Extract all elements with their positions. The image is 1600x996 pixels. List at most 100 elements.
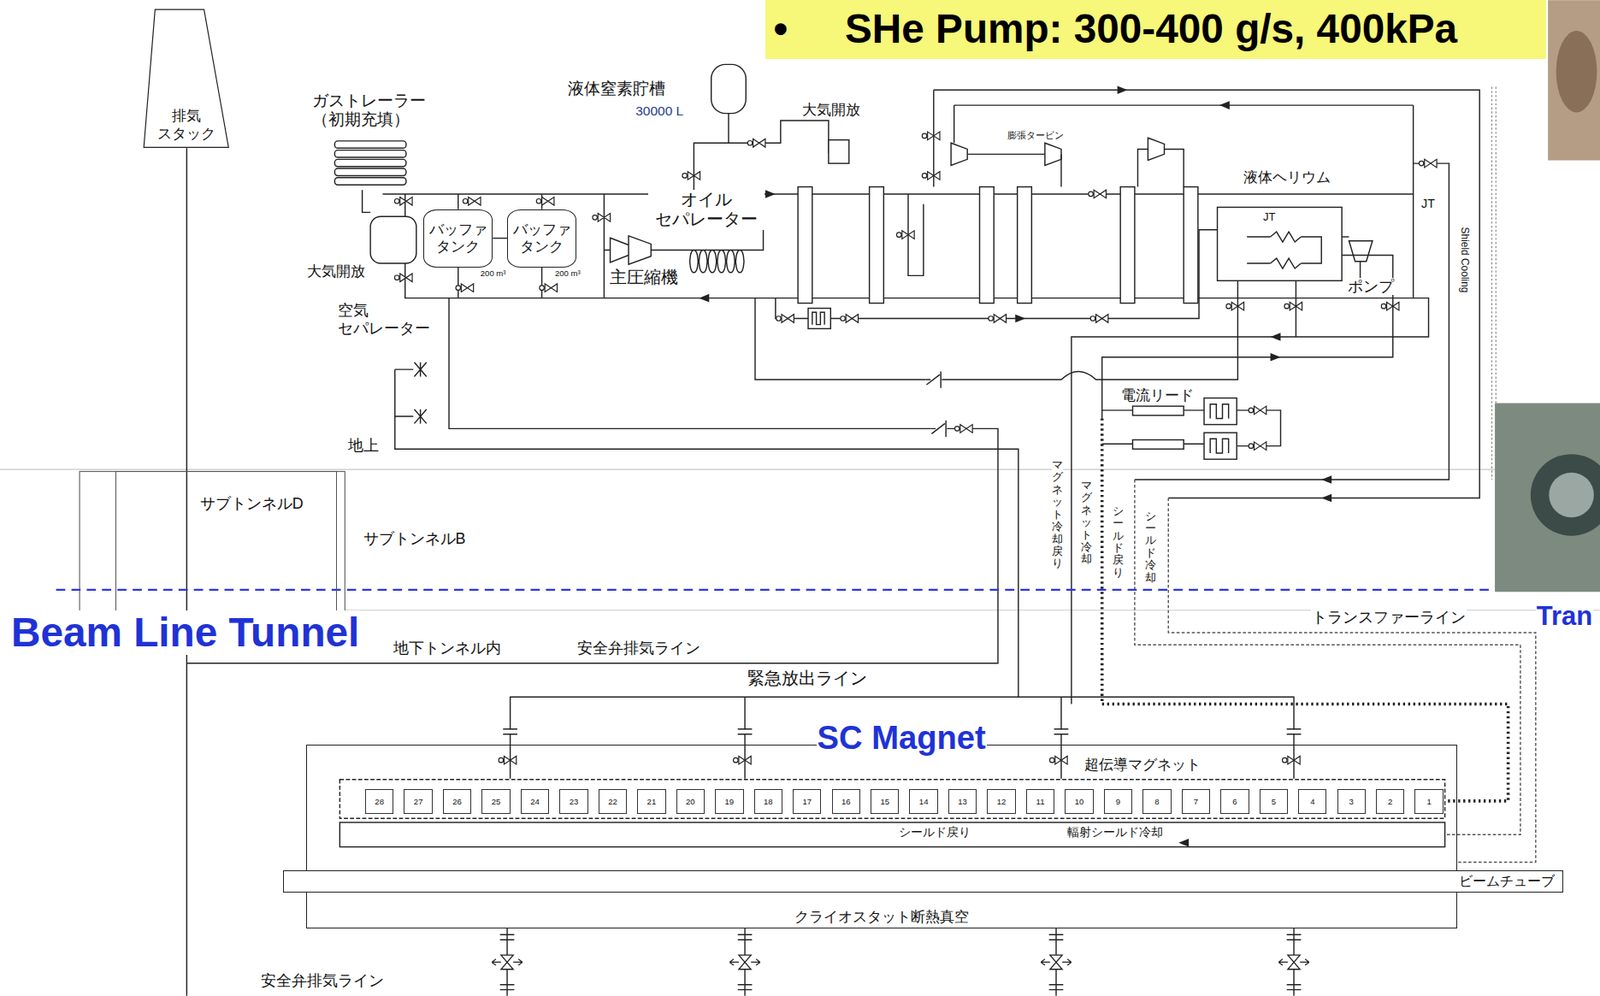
level-line — [0, 468, 1600, 470]
pipe-line — [339, 822, 1445, 848]
valve-set — [1321, 475, 1332, 485]
magnet-cell-text: 28 — [374, 797, 384, 807]
pipe-line — [334, 141, 407, 148]
magnet-cell-text: 3 — [1349, 797, 1354, 807]
magnet-cell-text: 23 — [569, 797, 579, 807]
pipe-line — [334, 177, 407, 185]
valve-set — [930, 420, 947, 437]
magnet-cell-text: 24 — [530, 797, 540, 807]
magnet-cell: 15 — [870, 789, 899, 815]
pipe-line — [693, 113, 729, 195]
valve-set — [394, 273, 413, 283]
spec-banner-text: SHe Pump: 300-400 g/s, 400kPa — [844, 5, 1458, 54]
pipe-line — [808, 308, 831, 330]
valve-set — [682, 171, 701, 181]
magnet-cell-text: 26 — [452, 797, 462, 807]
exhaust-stack-text: 排気 スタック — [155, 107, 218, 144]
valve-set — [765, 189, 776, 199]
pipe-label: 緊急放出ライン — [746, 668, 868, 689]
pipe-line — [334, 168, 407, 176]
magnet-cell: 5 — [1259, 789, 1288, 815]
magnet-cell: 16 — [832, 789, 861, 815]
magnet-cell-text: 12 — [997, 797, 1007, 807]
magnet-cooling-line — [1102, 418, 1509, 801]
pipe-line — [953, 105, 955, 143]
magnet-cell: 26 — [442, 789, 472, 815]
valve-set — [776, 314, 795, 324]
valve-set — [840, 314, 859, 324]
pipe-line — [1060, 153, 1062, 187]
magnet-cell-text: 15 — [879, 797, 890, 807]
valve-set — [1270, 353, 1282, 362]
magnet-cell-text: 21 — [647, 797, 657, 807]
pipe-line — [1348, 241, 1372, 282]
magnet-cell-text: 16 — [841, 797, 851, 807]
pipe-label: 大気開放 — [306, 263, 367, 280]
pipe-label: 液体窒素貯槽 — [566, 79, 667, 99]
magnet-cell: 28 — [365, 789, 394, 815]
stack-outline — [143, 9, 229, 148]
pipe-line — [1132, 406, 1184, 416]
magnet-cell: 9 — [1104, 789, 1133, 815]
valve-set — [498, 755, 517, 765]
pipe-label: 輻射シールド冷却 — [1066, 825, 1164, 839]
pipe-line — [775, 230, 1218, 319]
pipe-label: トランスファーライン — [1310, 608, 1467, 627]
magnet-cell: 14 — [909, 789, 938, 815]
pipe-label: 安全弁排気ライン — [259, 972, 385, 991]
magnet-cell-text: 10 — [1074, 797, 1085, 807]
valve-set — [729, 928, 761, 996]
valve-set — [592, 213, 611, 223]
magnet-cell: 2 — [1375, 789, 1405, 815]
pipe-line — [1270, 231, 1302, 269]
sub-tunnel-box-text: サブトンネルD — [200, 495, 304, 514]
section-label: Beam Line Tunnel — [10, 610, 361, 656]
pipe-line — [954, 104, 1414, 106]
valve-set — [1282, 755, 1301, 765]
pipe-line — [967, 153, 1046, 155]
pipe-line — [1341, 236, 1349, 237]
valve-set — [1248, 442, 1267, 451]
valve-set — [1248, 406, 1267, 415]
transfer-line — [1168, 498, 1536, 863]
valve-set — [1040, 928, 1072, 996]
valve-set — [1270, 332, 1282, 342]
magnet-cell-text: 8 — [1154, 797, 1159, 807]
pipe-label: 空気 セパレーター — [336, 301, 440, 337]
photo-inset — [1548, 472, 1595, 519]
transfer-line — [1134, 479, 1536, 862]
valve-set — [733, 755, 752, 765]
transfer-line — [1134, 479, 1521, 835]
pipe-label: ポンプ — [1346, 277, 1395, 296]
magnet-cell: 27 — [403, 789, 432, 815]
pipe-line — [1183, 187, 1199, 304]
valve-set — [925, 371, 942, 389]
pipe-label: 大気開放 — [801, 101, 862, 119]
pipe-label: JT — [1420, 196, 1436, 211]
pipe-line — [186, 64, 1480, 996]
pipe-line — [413, 362, 426, 425]
magnet-cell-text: 11 — [1036, 797, 1046, 807]
valve-set — [1178, 838, 1189, 848]
valve-set — [1117, 85, 1128, 95]
pipe-line — [690, 250, 744, 273]
magnet-cell-text: 2 — [1387, 797, 1393, 807]
pipe-label: 安全弁排気ライン — [576, 639, 702, 658]
pipe-label: 超伝導マグネット — [1083, 756, 1202, 774]
pipe-line — [395, 369, 414, 417]
pipe-line — [510, 696, 1294, 779]
section-label: SC Magnet — [816, 720, 987, 756]
magnet-cell-text: 25 — [491, 797, 502, 807]
magnet-cell: 1 — [1414, 789, 1443, 815]
valve-set — [462, 196, 481, 206]
valve-set — [955, 425, 974, 434]
spec-banner-text: • — [773, 5, 845, 54]
pipe-line — [755, 280, 1238, 380]
pipe-line — [950, 142, 968, 166]
pipe-label: 電流リード — [1120, 387, 1195, 404]
pipe-line — [186, 298, 998, 664]
pipe-label: ガストレーラー （初期充填） — [311, 91, 437, 130]
cryostat-box: クライオスタット断熱真空2827262524232221201918171615… — [306, 744, 1458, 929]
magnet-cell: 3 — [1337, 789, 1366, 815]
pipe-label: 地下トンネル内 — [392, 639, 502, 658]
